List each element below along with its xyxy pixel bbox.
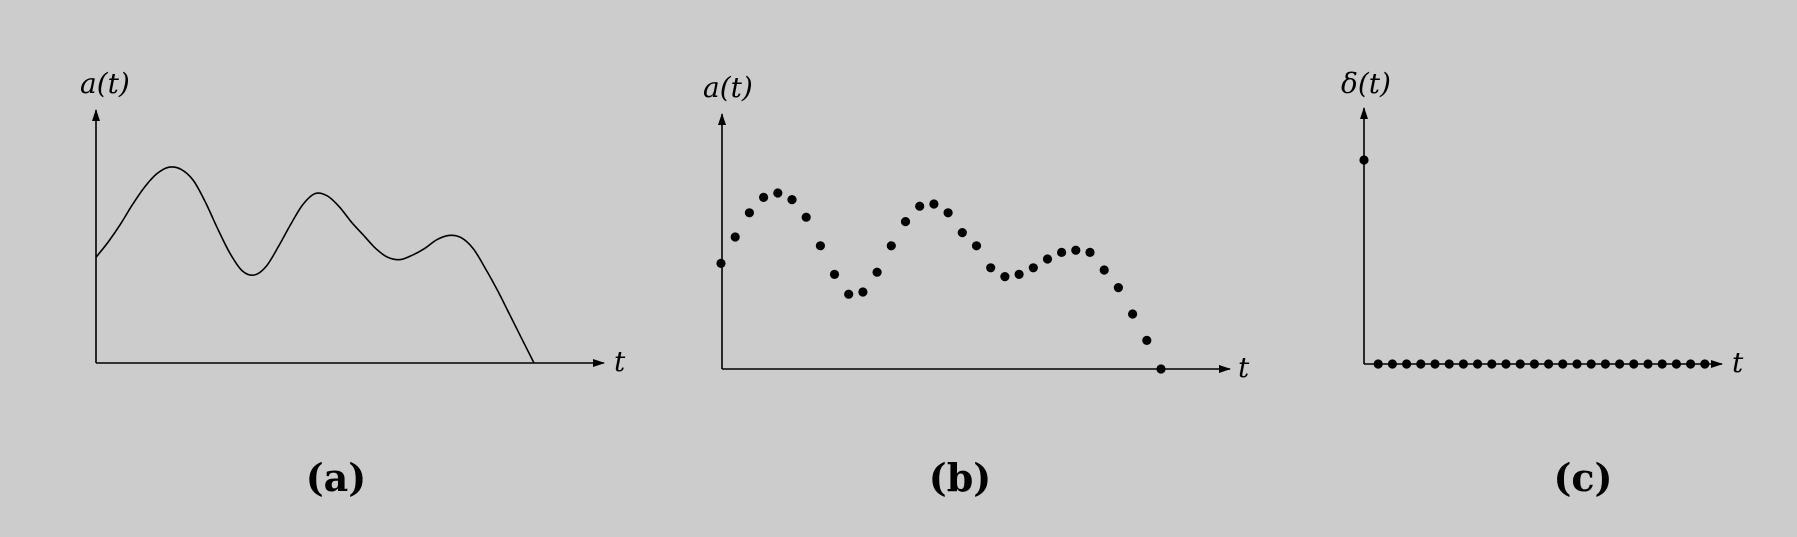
impulse-point bbox=[1416, 359, 1426, 369]
sample-point bbox=[872, 267, 882, 277]
impulse-point bbox=[1444, 359, 1454, 369]
sample-point bbox=[900, 217, 911, 227]
sample-point bbox=[1113, 283, 1123, 293]
impulse-point bbox=[1615, 359, 1625, 369]
sampled-signal-points bbox=[716, 188, 1166, 374]
sample-point bbox=[716, 258, 726, 268]
impulse-point bbox=[1657, 359, 1667, 369]
sample-point bbox=[858, 287, 868, 297]
sample-point bbox=[1014, 269, 1024, 279]
y-axis-label: δ(t) bbox=[1341, 67, 1391, 100]
impulse-point bbox=[1629, 359, 1639, 369]
impulse-point bbox=[1387, 359, 1397, 369]
sample-point bbox=[915, 201, 925, 211]
sample-point bbox=[943, 208, 953, 218]
sample-point bbox=[1000, 272, 1010, 282]
impulse-point bbox=[1501, 359, 1511, 369]
x-axis-label: t bbox=[614, 345, 626, 378]
sample-point bbox=[744, 208, 755, 218]
impulse-point bbox=[1373, 359, 1383, 369]
impulse-point bbox=[1458, 359, 1468, 369]
sample-point bbox=[787, 195, 797, 205]
impulse-point bbox=[1544, 359, 1554, 369]
sample-point bbox=[1042, 254, 1053, 264]
sample-point bbox=[1142, 335, 1152, 345]
sample-point bbox=[986, 263, 996, 273]
impulse-signal-points bbox=[1359, 155, 1710, 369]
sample-point bbox=[971, 241, 982, 251]
y-axis-label: a(t) bbox=[80, 67, 130, 100]
sample-point bbox=[773, 188, 783, 198]
impulse-point bbox=[1572, 359, 1582, 369]
impulse-point bbox=[1643, 359, 1653, 369]
sample-point bbox=[929, 199, 939, 209]
panel-c: δ(t) t (c) bbox=[1341, 67, 1744, 500]
sample-point bbox=[815, 241, 826, 251]
sample-point bbox=[1071, 245, 1081, 255]
sample-point bbox=[1085, 247, 1095, 257]
impulse-point bbox=[1671, 359, 1681, 369]
impulse-point bbox=[1686, 359, 1696, 369]
panel-caption: (a) bbox=[306, 455, 367, 500]
sample-point bbox=[1156, 364, 1166, 374]
sample-point bbox=[1057, 247, 1067, 257]
impulse-point bbox=[1515, 359, 1525, 369]
impulse-point bbox=[1700, 359, 1710, 369]
panel-caption: (b) bbox=[929, 455, 992, 500]
impulse-point bbox=[1600, 359, 1610, 369]
continuous-signal-curve bbox=[95, 166, 535, 364]
sample-point bbox=[844, 289, 854, 299]
sample-point bbox=[1028, 263, 1038, 273]
sample-point bbox=[759, 192, 769, 202]
impulse-point bbox=[1487, 359, 1497, 369]
sample-point bbox=[801, 212, 811, 222]
sample-point bbox=[1099, 265, 1109, 275]
impulse-point bbox=[1359, 155, 1369, 165]
sample-point bbox=[730, 232, 740, 242]
impulse-point bbox=[1558, 359, 1568, 369]
impulse-point bbox=[1529, 359, 1539, 369]
sample-point bbox=[957, 228, 967, 238]
impulse-point bbox=[1402, 359, 1412, 369]
impulse-point bbox=[1430, 359, 1440, 369]
panel-caption: (c) bbox=[1553, 455, 1612, 500]
x-axis-label: t bbox=[1732, 346, 1744, 379]
sample-point bbox=[829, 269, 840, 279]
x-axis-label: t bbox=[1238, 351, 1250, 384]
sample-point bbox=[1128, 309, 1138, 319]
impulse-point bbox=[1473, 359, 1483, 369]
panel-a: a(t) t (a) bbox=[80, 67, 626, 500]
sample-point bbox=[886, 241, 896, 251]
impulse-point bbox=[1586, 359, 1596, 369]
y-axis-label: a(t) bbox=[703, 71, 753, 104]
panel-b: a(t) t (b) bbox=[703, 71, 1250, 500]
